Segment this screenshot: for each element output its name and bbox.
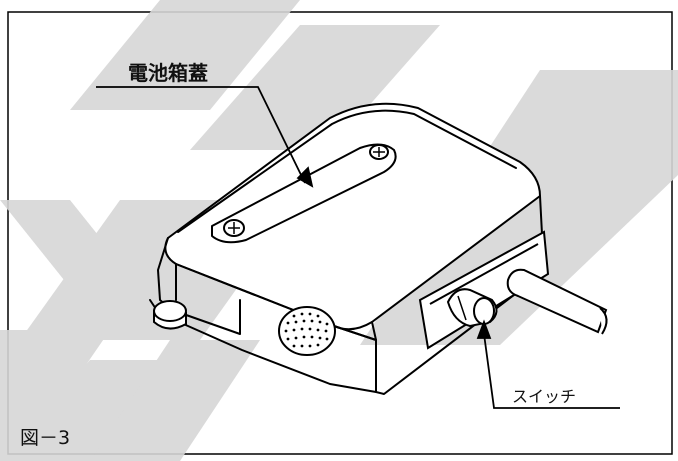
foot-knob [153,300,187,330]
switch-leader [476,319,620,409]
switch-label: スイッチ [512,387,576,406]
battery-cover-plate [211,143,397,244]
battery-cover-label: 電池箱蓋 [128,61,208,85]
battery-cover-leader [96,86,314,188]
switch-recess [418,230,550,350]
switch-knob [446,288,498,328]
figure-caption: 図－3 [20,427,70,449]
device-body [149,102,545,395]
cable [506,268,608,335]
speaker-grille [278,306,336,356]
